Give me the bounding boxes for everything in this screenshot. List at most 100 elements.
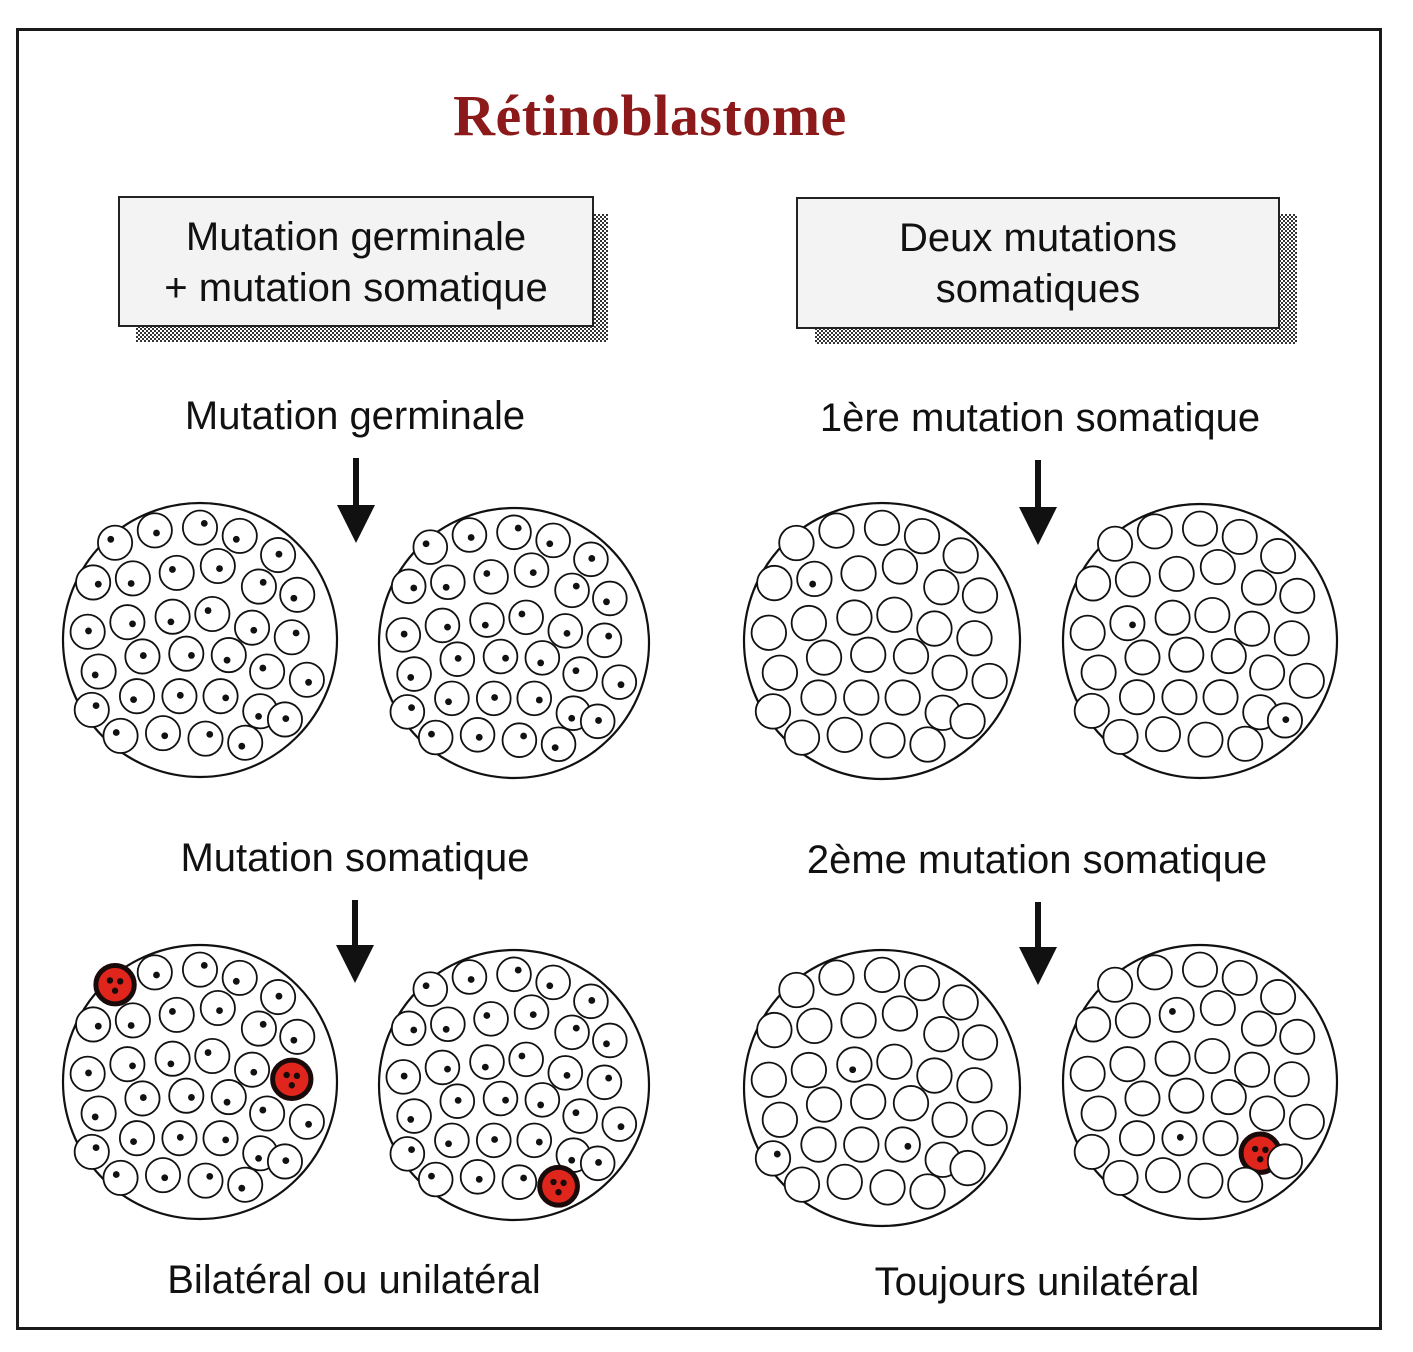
mutation-dot — [112, 1171, 120, 1178]
mutation-dot — [250, 626, 258, 634]
mutation-dot — [568, 714, 576, 722]
mutation-dot — [232, 977, 240, 985]
mutation-dot — [603, 1040, 610, 1048]
retinal-cell — [181, 509, 219, 546]
right-result-label: Toujours unilatéral — [874, 1260, 1200, 1304]
tumor-nucleus-dot — [560, 1179, 567, 1187]
retinal-cell — [909, 726, 946, 763]
retinal-cell — [884, 1126, 921, 1163]
retinal-cell — [97, 524, 134, 561]
tumor-nucleus-dot — [116, 978, 124, 985]
mutation-dot — [445, 698, 452, 706]
mutation-dot — [518, 610, 526, 618]
arrow-head — [1019, 947, 1057, 985]
mutation-dot — [85, 627, 92, 635]
retinal-cell — [249, 1095, 286, 1132]
mutation-dot — [255, 712, 262, 720]
retinal-cell — [109, 604, 146, 641]
retinal-cell — [1249, 654, 1286, 691]
mutation-dot — [129, 1062, 136, 1070]
retinal-cell — [1221, 959, 1258, 996]
retinal-cell — [1114, 561, 1151, 598]
retinal-cell — [73, 1133, 110, 1170]
mutation-dot — [188, 1094, 195, 1101]
retinal-cell — [923, 1016, 960, 1053]
mutation-dot — [176, 1133, 184, 1141]
retinal-cell — [805, 639, 843, 676]
left-header-line2: + mutation somatique — [164, 266, 548, 310]
mutation-dot — [94, 580, 102, 588]
mutation-dot — [238, 1184, 246, 1192]
mutation-dot — [127, 1022, 135, 1029]
left-step2-label: Mutation somatique — [180, 836, 530, 880]
retinal-cell — [931, 1101, 968, 1138]
retinal-cell — [187, 1162, 224, 1199]
mutation-dot — [408, 1146, 415, 1154]
retinal-cell — [863, 509, 901, 546]
arrow-head — [337, 505, 375, 543]
retinal-cell — [73, 691, 110, 728]
mutation-dot — [169, 566, 176, 573]
mutation-dot — [422, 540, 430, 548]
retinal-cell — [592, 1022, 628, 1059]
retinal-cell — [1136, 954, 1173, 991]
mutation-dot — [849, 1066, 857, 1074]
retinal-cell — [971, 1109, 1008, 1147]
retinal-cell — [923, 569, 960, 606]
mutation-dot — [491, 1136, 498, 1143]
retinal-cell — [1109, 605, 1146, 642]
right-header-line2: somatiques — [935, 267, 1141, 311]
mutation-dot — [444, 1065, 451, 1073]
mutation-dot — [442, 1025, 450, 1033]
right-header-box: Deux mutations somatiques — [796, 197, 1280, 329]
left-step1-label: Mutation germinale — [184, 394, 526, 438]
mutation-dot — [91, 671, 99, 679]
mutation-dot — [520, 732, 528, 740]
retinal-cell — [586, 622, 623, 659]
mutation-dot — [292, 629, 300, 637]
retinal-cell — [903, 517, 941, 555]
retinal-cell — [424, 607, 461, 644]
mutation-dot — [407, 674, 415, 681]
mutation-dot — [161, 732, 169, 740]
retinal-cell — [761, 654, 799, 691]
retinal-cell — [1144, 716, 1182, 753]
tumor-cell — [537, 1164, 580, 1208]
mutation-dot — [410, 584, 418, 592]
retinal-cell — [931, 654, 968, 691]
retinal-cell — [790, 1051, 828, 1089]
retinal-cell — [778, 971, 815, 1009]
retinal-cell — [389, 694, 426, 730]
retinal-cell — [1097, 525, 1134, 562]
mutation-dot — [603, 598, 610, 606]
retinal-cell — [1187, 1162, 1224, 1199]
mutation-dot — [546, 540, 554, 548]
retinal-cell — [430, 564, 466, 601]
retinal-cell — [80, 1095, 117, 1132]
retinal-cell — [1080, 1095, 1117, 1132]
right-step1-label: 1ère mutation somatique — [819, 396, 1261, 440]
retinal-cell — [390, 568, 427, 605]
left-arrow-2-icon — [336, 900, 374, 983]
mutation-dot — [572, 1024, 580, 1032]
mutation-dot — [282, 1157, 290, 1165]
mutation-dot — [92, 702, 100, 709]
retinal-cell — [850, 1083, 887, 1120]
mutation-dot — [546, 982, 554, 990]
retinal-cell — [187, 720, 224, 757]
retinal-cell — [482, 638, 519, 675]
mutation-dot — [255, 1154, 262, 1162]
retinal-cell — [240, 1010, 277, 1047]
retinal-cell — [863, 956, 901, 993]
mutation-dot — [442, 583, 450, 591]
retinal-cell — [892, 1085, 930, 1122]
tumor-nucleus-dot — [1262, 1146, 1269, 1154]
tumor-nucleus-dot — [1251, 1145, 1259, 1153]
retinal-cell — [221, 959, 258, 996]
mutation-dot — [259, 664, 267, 672]
left-result-label: Bilatéral ou unilatéral — [167, 1258, 541, 1302]
retinal-cell — [1210, 1079, 1247, 1116]
retinal-cell — [956, 1067, 993, 1104]
retinal-cell — [1279, 1018, 1316, 1055]
